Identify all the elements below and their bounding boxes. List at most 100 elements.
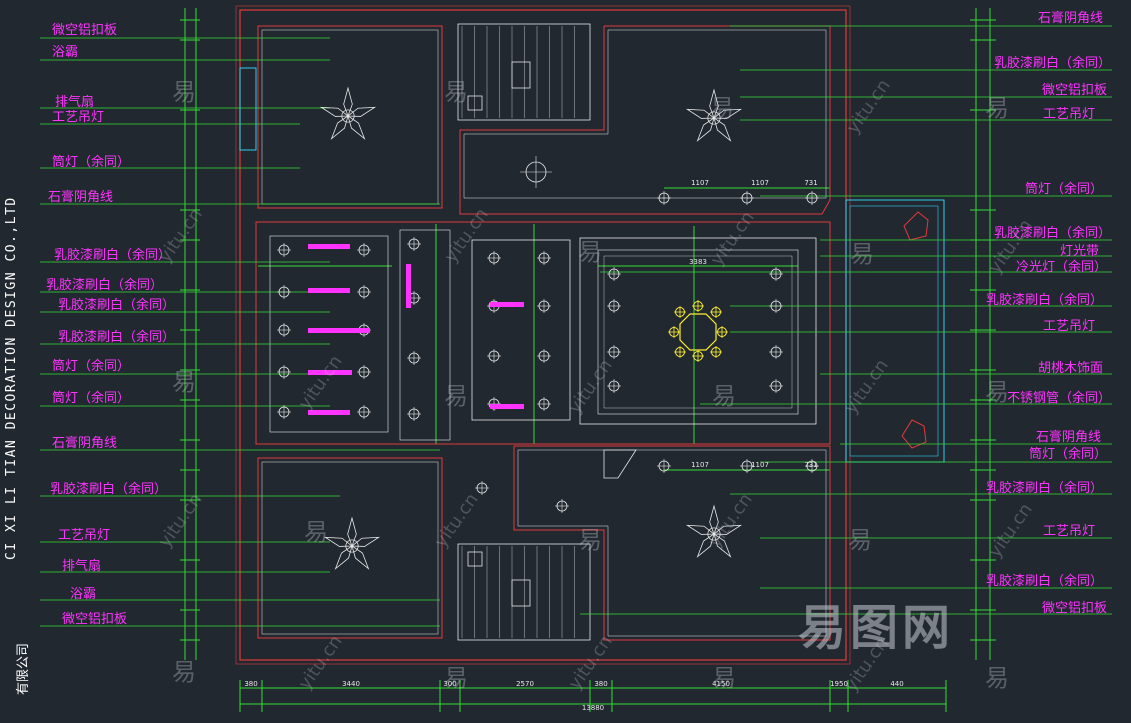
label-left-4: 工艺吊灯	[52, 110, 105, 125]
downlight	[607, 345, 621, 359]
label-right-18: 微空铝扣板	[1041, 601, 1107, 616]
dimension-text-bottom: 440	[890, 680, 903, 688]
label-right-15: 乳胶漆刷白（余同）	[985, 481, 1103, 496]
watermark-glyph: 易	[985, 94, 1009, 122]
downlight	[277, 243, 291, 257]
watermark-glyph: 易	[578, 526, 602, 554]
label-right-2: 乳胶漆刷白（余同）	[993, 56, 1111, 71]
bathroom-bottom	[457, 543, 591, 641]
living-ceiling-tray	[579, 237, 817, 425]
label-right-13: 石膏阴角线	[1035, 430, 1101, 445]
dimension-lines	[180, 8, 996, 712]
label-left-2: 浴霸	[52, 45, 79, 60]
label-left-7: 乳胶漆刷白（余同）	[54, 248, 172, 263]
pendant-lamp	[685, 88, 743, 142]
exhaust-fan	[467, 551, 483, 567]
living-area	[255, 221, 831, 445]
label-left-3: 排气扇	[55, 95, 95, 110]
label-left-15: 工艺吊灯	[58, 528, 111, 543]
wall-outlines	[235, 5, 945, 665]
bath-heater	[511, 579, 531, 607]
bedroom-bottom-left	[257, 457, 443, 639]
downlight	[769, 379, 783, 393]
label-right-8: 冷光灯（余同）	[1015, 260, 1107, 275]
bay-window-strip-inner	[849, 205, 939, 457]
label-left-10: 乳胶漆刷白（余同）	[58, 330, 176, 345]
dimension-text-row: 1107	[751, 461, 769, 469]
downlight	[357, 243, 371, 257]
bedroom-bottom-left-inner	[261, 461, 439, 635]
label-left-16: 排气扇	[62, 559, 102, 574]
downlight	[607, 379, 621, 393]
downlight	[537, 299, 551, 313]
downlight	[475, 481, 489, 495]
dining-ceiling	[471, 239, 571, 421]
decor-panel	[308, 410, 350, 415]
bedroom-top-right	[459, 25, 831, 215]
dimension-text-bottom: 300	[443, 680, 456, 688]
pendant-lamp	[323, 516, 381, 570]
decor-panel	[308, 370, 352, 375]
watermark-glyph: 易	[304, 518, 328, 546]
decor-panel	[308, 328, 370, 333]
label-right-9: 乳胶漆刷白（余同）	[985, 293, 1103, 308]
pendant-lamp	[319, 86, 377, 140]
label-left-5: 筒灯（余同）	[52, 155, 131, 170]
downlight	[487, 251, 501, 265]
downlight	[277, 405, 291, 419]
decor-panel	[308, 288, 350, 293]
downlight	[487, 349, 501, 363]
dimension-text-bottom: 380	[594, 680, 607, 688]
label-right-6: 乳胶漆刷白（余同）	[993, 226, 1111, 241]
label-right-14: 筒灯（余同）	[1028, 447, 1107, 462]
dimension-text-row: 1107	[751, 179, 769, 187]
downlight	[555, 499, 569, 513]
pendant-lamp	[685, 504, 743, 558]
label-right-5: 筒灯（余同）	[1024, 182, 1103, 197]
exhaust-fan	[467, 95, 483, 111]
dimension-text-bottom: 2570	[516, 680, 534, 688]
company-name-cn: 有限公司	[16, 642, 31, 695]
plant-outline	[903, 211, 929, 241]
downlight	[357, 405, 371, 419]
downlight	[740, 191, 754, 205]
bath-heater	[511, 61, 531, 89]
bathroom-top	[457, 23, 591, 121]
decor-panel	[490, 302, 524, 307]
plant-outline	[901, 419, 927, 449]
label-left-17: 浴霸	[70, 587, 97, 602]
label-left-6: 石膏阴角线	[48, 190, 114, 205]
dimension-text-bottom: 1950	[830, 680, 848, 688]
downlight	[537, 349, 551, 363]
pendant-lamps	[319, 86, 743, 570]
watermark-glyph: 易	[578, 238, 602, 266]
downlight	[805, 191, 819, 205]
window	[239, 67, 257, 151]
label-right-4: 工艺吊灯	[1042, 107, 1095, 122]
downlight	[607, 267, 621, 281]
downlight	[537, 397, 551, 411]
downlight	[740, 459, 754, 473]
label-right-17: 乳胶漆刷白（余同）	[985, 574, 1103, 589]
watermark-glyph: 易	[985, 664, 1009, 692]
ceiling-outlines	[255, 23, 831, 641]
column-ceiling	[399, 229, 451, 441]
watermark-glyph: 易	[172, 368, 196, 396]
downlight	[277, 365, 291, 379]
dimension-text-row: 1107	[691, 179, 709, 187]
watermark-glyph: 易	[712, 382, 736, 410]
dimension-text-center: 3383	[689, 258, 707, 266]
main-chandelier-body	[679, 313, 717, 351]
label-right-3: 微空铝扣板	[1041, 83, 1107, 98]
downlight	[657, 459, 671, 473]
dimension-text-bottom: 380	[244, 680, 257, 688]
label-right-10: 工艺吊灯	[1042, 319, 1095, 334]
dimension-text-total: 13880	[582, 704, 604, 712]
leader-lines	[40, 25, 1112, 627]
dimension-text-bottom: 4150	[712, 680, 730, 688]
bedroom-bottom-right	[513, 445, 831, 641]
downlight	[769, 345, 783, 359]
label-left-11: 筒灯（余同）	[52, 359, 131, 374]
dimension-text-row: 731	[804, 461, 817, 469]
dimension-text-row: 731	[804, 179, 817, 187]
